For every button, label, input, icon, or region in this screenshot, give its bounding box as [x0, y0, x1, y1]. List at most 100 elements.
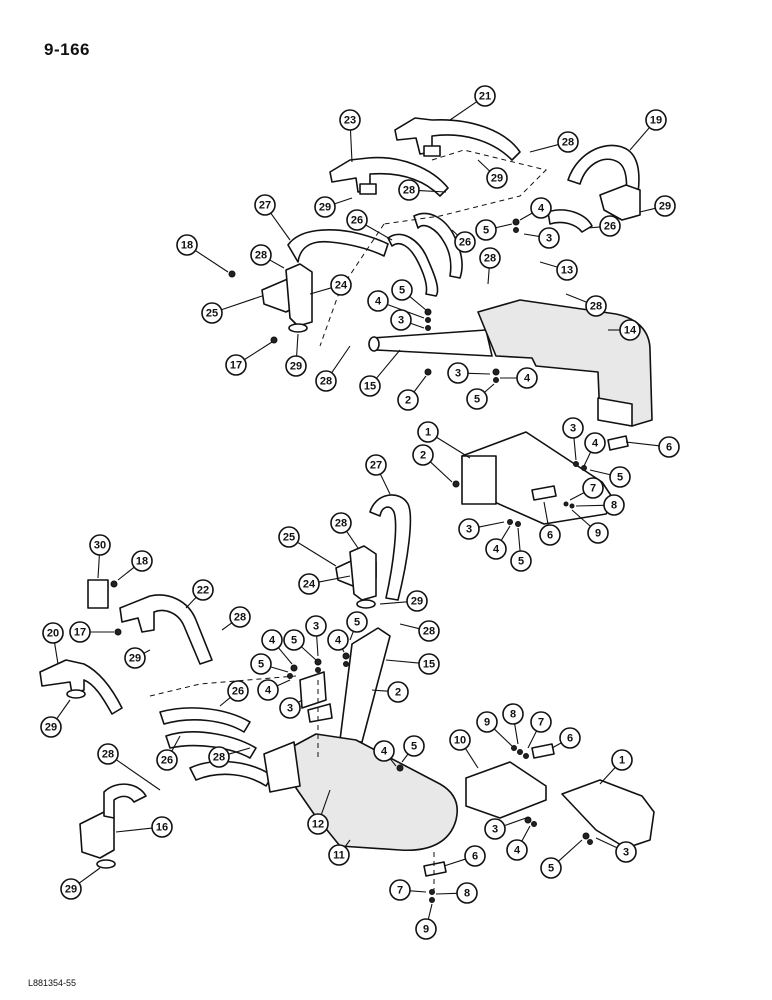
callout-number: 18 [136, 556, 148, 568]
leader-line [519, 212, 533, 221]
callout-1: 1 [417, 421, 439, 443]
callout-circle [458, 518, 480, 540]
duct-15-upper-end [368, 336, 380, 352]
leader-line [346, 530, 359, 549]
callout-6: 6 [559, 727, 581, 749]
callout-circle [415, 918, 437, 940]
leader-line [495, 223, 513, 229]
callout-number: 7 [397, 885, 403, 897]
leader-line [389, 758, 397, 767]
callout-circle [151, 816, 173, 838]
callout-3: 3 [562, 417, 584, 439]
callout-number: 21 [479, 91, 491, 103]
callout-number: 5 [399, 285, 405, 297]
callout-number: 3 [492, 824, 498, 836]
callout-number: 4 [375, 296, 382, 308]
callout-number: 12 [312, 819, 324, 831]
callout-number: 6 [666, 442, 672, 454]
callout-number: 4 [381, 746, 388, 758]
callout-number: 3 [398, 315, 404, 327]
callout-circle [506, 839, 528, 861]
callout-number: 28 [590, 301, 602, 313]
callout-4: 4 [257, 679, 279, 701]
hardware-lower [110, 580, 593, 903]
leader-line [371, 689, 389, 692]
callout-circle [201, 302, 223, 324]
hose-26-lower-a [159, 707, 251, 733]
callout-circle [391, 279, 413, 301]
callout-number: 26 [161, 755, 173, 767]
duct-19-bracket [599, 184, 641, 221]
callout-number: 8 [611, 500, 617, 512]
callout-number: 29 [45, 722, 57, 734]
hose-26-c [547, 209, 593, 233]
callout-number: 1 [619, 755, 625, 767]
callout-circle [418, 620, 440, 642]
leader-line [379, 601, 408, 605]
callout-circle [389, 879, 411, 901]
callout-number: 26 [232, 686, 244, 698]
callout-number: 28 [335, 518, 347, 530]
callout-4: 4 [367, 290, 389, 312]
callout-5: 5 [346, 611, 368, 633]
callout-circle [327, 629, 349, 651]
callout-11: 11 [328, 844, 350, 866]
callout-5: 5 [510, 550, 532, 572]
callout-number: 25 [283, 532, 295, 544]
callout-28: 28 [557, 131, 579, 153]
callout-number: 6 [547, 530, 553, 542]
leader-line [219, 696, 231, 707]
callout-circle [559, 727, 581, 749]
callout-circle [298, 573, 320, 595]
leader-line [521, 825, 531, 842]
callout-19: 19 [645, 109, 667, 131]
duct-15-lower [339, 627, 391, 743]
callout-29: 29 [40, 716, 62, 738]
duct-1-upper-face [461, 455, 497, 505]
leader-line [221, 295, 263, 311]
callout-number: 4 [524, 373, 531, 385]
hose-27-lower [369, 494, 412, 601]
callout-number: 22 [197, 585, 209, 597]
bracket-plate-lower-a [299, 671, 327, 709]
leader-line [500, 525, 511, 541]
callout-circle [278, 526, 300, 548]
duct-10 [465, 761, 547, 819]
callout-circle [229, 606, 251, 628]
callout-number: 5 [354, 617, 360, 629]
callout-circle [454, 231, 476, 253]
leader-line [477, 159, 491, 172]
callout-17: 17 [225, 354, 247, 376]
duct-20 [39, 659, 123, 715]
callout-23: 23 [339, 109, 361, 131]
leader-line [464, 748, 479, 769]
leader-line [427, 903, 433, 920]
callout-circle [599, 215, 621, 237]
callout-number: 10 [454, 735, 466, 747]
leader-line [399, 623, 420, 630]
callout-24: 24 [298, 573, 320, 595]
callout-number: 5 [258, 659, 264, 671]
leader-line [484, 383, 495, 393]
callout-13: 13 [556, 259, 578, 281]
callout-number: 26 [604, 221, 616, 233]
leader-line [573, 437, 577, 461]
callout-25: 25 [201, 302, 223, 324]
clamp-29-lower-c [96, 859, 116, 869]
clamp-29-lower-b [66, 689, 86, 699]
callout-29: 29 [486, 167, 508, 189]
callout-number: 29 [411, 596, 423, 608]
callout-9: 9 [415, 918, 437, 940]
callout-5: 5 [466, 388, 488, 410]
callout-number: 8 [464, 888, 470, 900]
callout-number: 3 [546, 233, 552, 245]
callout-27: 27 [254, 194, 276, 216]
callout-number: 16 [156, 822, 168, 834]
leader-line [296, 333, 299, 357]
callout-circle [587, 522, 609, 544]
leader-line [309, 287, 332, 295]
bracket-6-lower-a [531, 743, 555, 759]
callout-circle [585, 295, 607, 317]
callout-7: 7 [530, 711, 552, 733]
